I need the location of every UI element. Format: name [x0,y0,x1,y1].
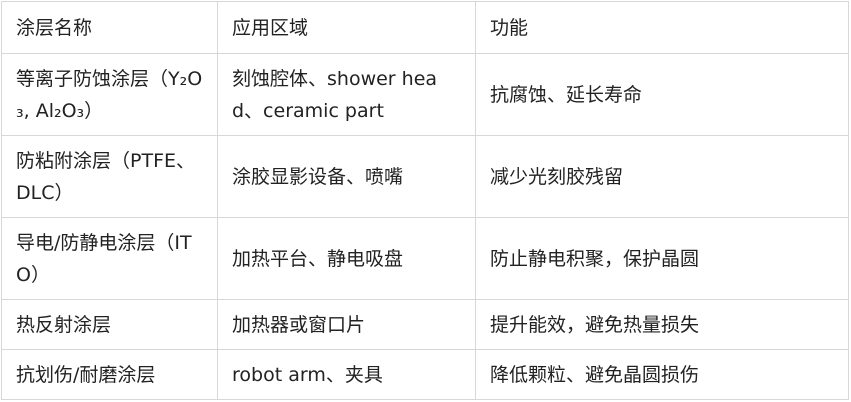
cell-application-area: 加热平台、静电吸盘 [217,217,476,300]
cell-function: 防止静电积聚，保护晶圆 [475,217,849,300]
cell-function: 降低颗粒、避免晶圆损伤 [475,349,849,400]
cell-coating-name: 抗划伤/耐磨涂层 [1,349,218,400]
table-row: 导电/防静电涂层（ITO） 加热平台、静电吸盘 防止静电积聚，保护晶圆 [1,217,849,300]
table-row: 热反射涂层 加热器或窗口片 提升能效，避免热量损失 [1,299,849,350]
table-row: 抗划伤/耐磨涂层 robot arm、夹具 降低颗粒、避免晶圆损伤 [1,349,849,400]
cell-coating-name: 防粘附涂层（PTFE、DLC） [1,135,218,218]
cell-application-area: 涂胶显影设备、喷嘴 [217,135,476,218]
cell-function: 抗腐蚀、延长寿命 [475,53,849,136]
cell-application-area: robot arm、夹具 [217,349,476,400]
cell-coating-name: 热反射涂层 [1,299,218,350]
cell-application-area: 刻蚀腔体、shower head、ceramic part [217,53,476,136]
cell-coating-name: 等离子防蚀涂层（Y₂O₃, Al₂O₃） [1,53,218,136]
table-header-row: 涂层名称 应用区域 功能 [1,1,849,54]
header-coating-name: 涂层名称 [1,1,218,54]
cell-application-area: 加热器或窗口片 [217,299,476,350]
cell-function: 减少光刻胶残留 [475,135,849,218]
header-application-area: 应用区域 [217,1,476,54]
cell-coating-name: 导电/防静电涂层（ITO） [1,217,218,300]
table-row: 防粘附涂层（PTFE、DLC） 涂胶显影设备、喷嘴 减少光刻胶残留 [1,135,849,218]
cell-function: 提升能效，避免热量损失 [475,299,849,350]
header-function: 功能 [475,1,849,54]
table-row: 等离子防蚀涂层（Y₂O₃, Al₂O₃） 刻蚀腔体、shower head、ce… [1,53,849,136]
